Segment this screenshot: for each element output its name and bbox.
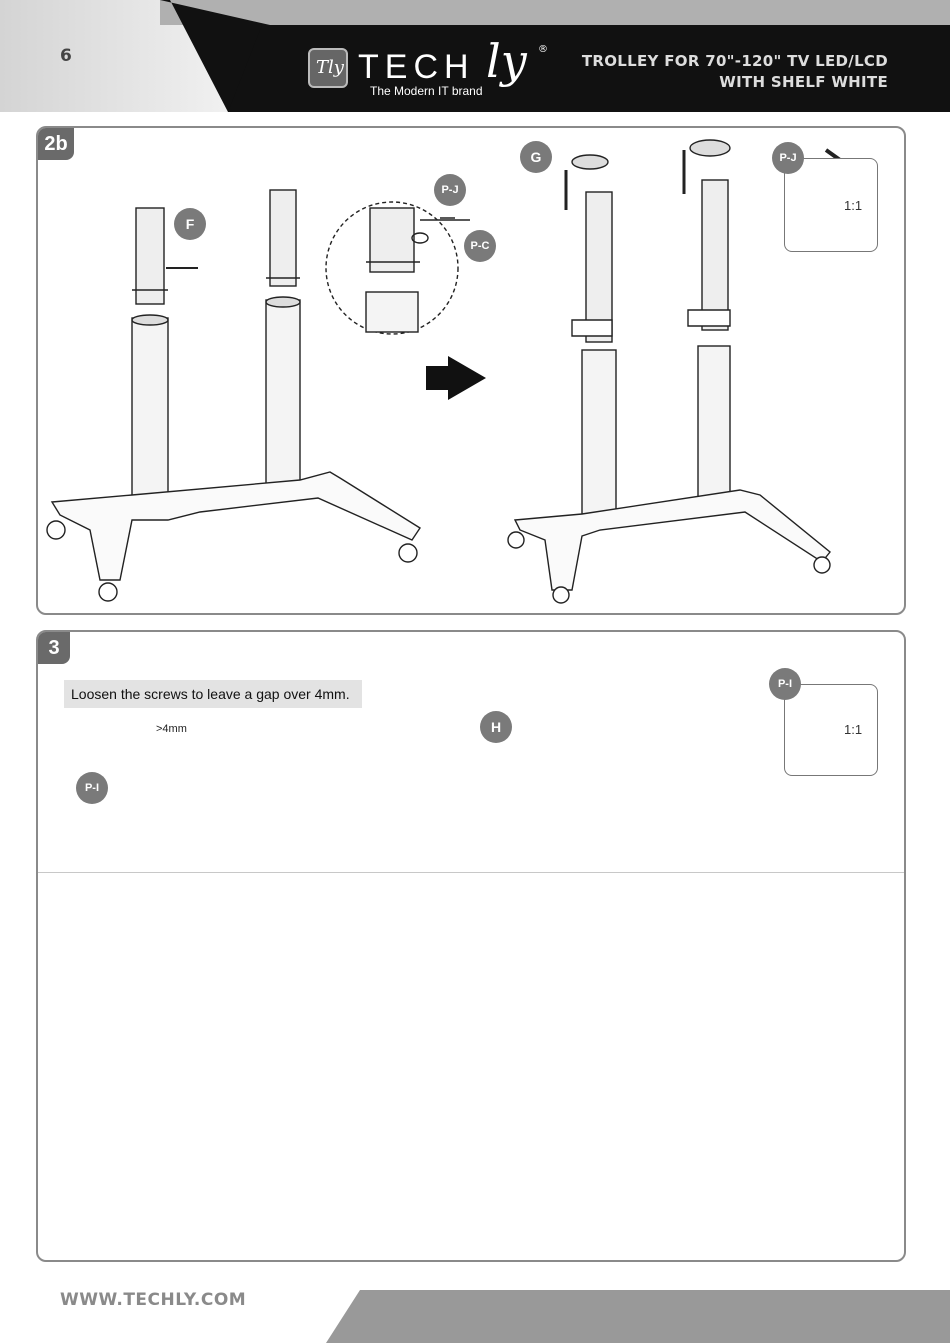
callout-tool-pi-detail: P-I	[76, 772, 108, 804]
tool-pj-box	[784, 158, 878, 252]
callout-part-pj: P-J	[434, 174, 466, 206]
trolley-after-illustration	[508, 140, 830, 603]
next-arrow-icon	[426, 356, 486, 400]
step-3-instruction: Loosen the screws to leave a gap over 4m…	[64, 680, 362, 708]
callout-tool-pj: P-J	[772, 142, 804, 174]
gap-measurement-label: >4mm	[156, 723, 187, 735]
callout-part-f: F	[174, 208, 206, 240]
screw-detail-callout	[326, 202, 470, 334]
website-link[interactable]: WWW.TECHLY.COM	[60, 1290, 246, 1310]
step-3-badge: 3	[38, 632, 70, 664]
callout-part-g: G	[520, 141, 552, 173]
step-3-divider	[38, 872, 904, 873]
tool-pi-scale: 1:1	[844, 722, 862, 737]
trolley-before-illustration	[47, 190, 420, 601]
callout-part-pc: P-C	[464, 230, 496, 262]
callout-part-h: H	[480, 711, 512, 743]
tool-pj-scale: 1:1	[844, 198, 862, 213]
callout-tool-pi: P-I	[769, 668, 801, 700]
tool-pi-box	[784, 684, 878, 776]
